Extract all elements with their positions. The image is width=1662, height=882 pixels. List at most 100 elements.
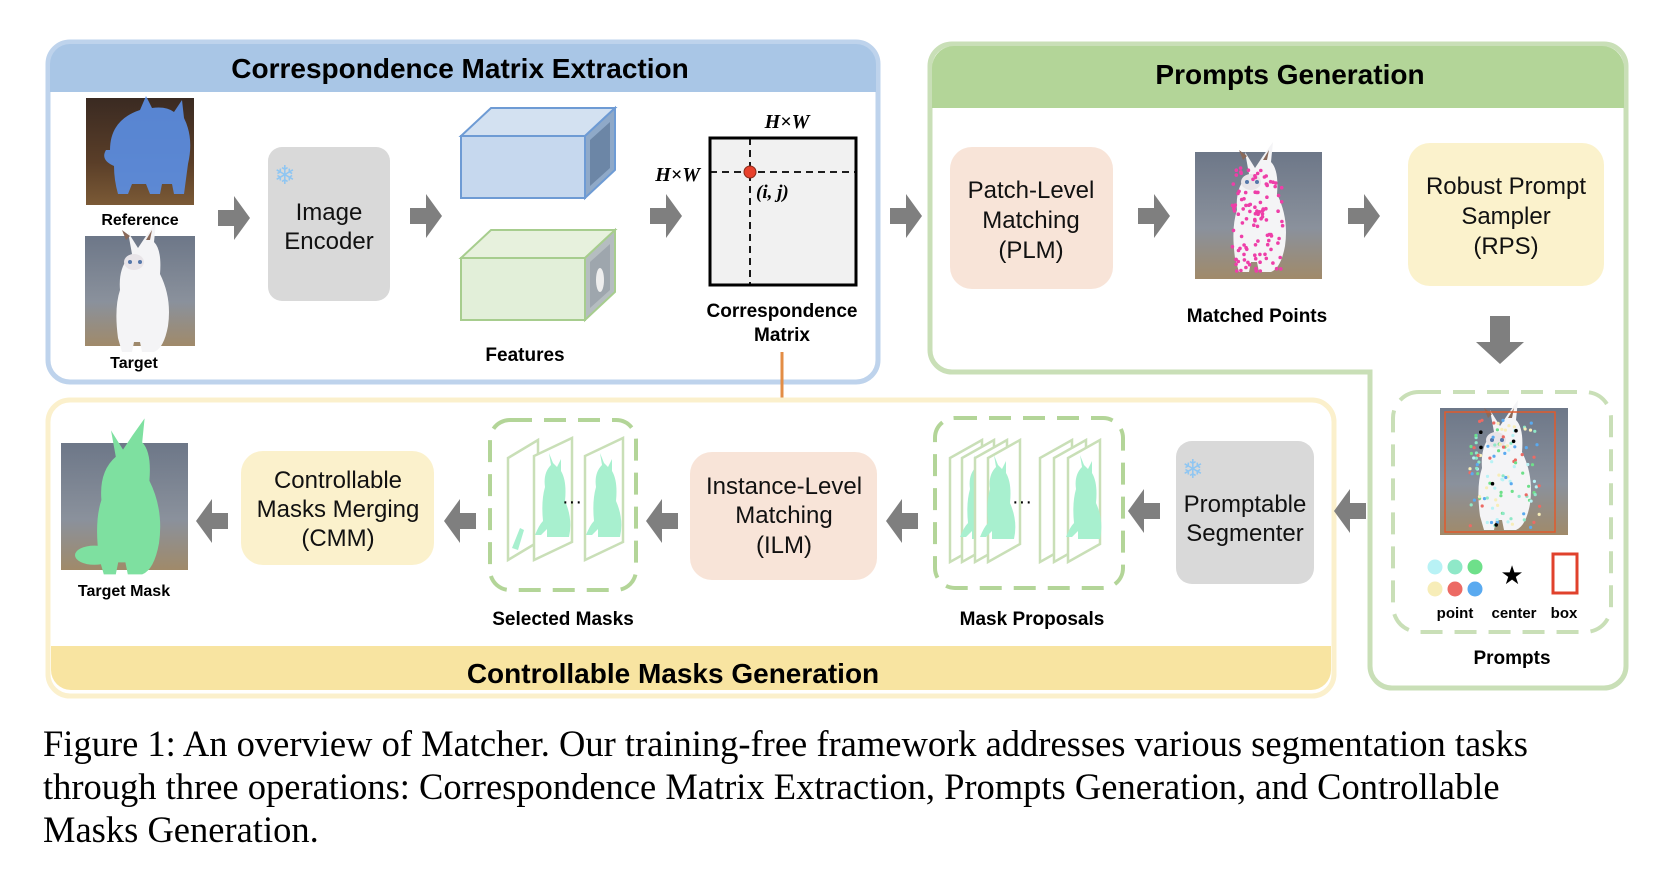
arrow-down-icon — [1476, 316, 1524, 364]
prompt-point — [1468, 467, 1472, 471]
prompt-point — [1523, 427, 1527, 431]
matched-point — [1253, 256, 1258, 261]
prompt-point — [1506, 520, 1510, 524]
center-point — [1479, 430, 1483, 435]
matched-point — [1246, 260, 1250, 265]
prompt-point — [1499, 494, 1503, 498]
prompt-legend: ★ point center box — [1427, 552, 1579, 622]
prompt-point — [1532, 455, 1536, 459]
prompt-point — [1503, 428, 1507, 432]
matched-point — [1246, 168, 1251, 172]
masks-generation-footer-band — [51, 646, 1331, 690]
matched-point — [1242, 252, 1246, 257]
arrow-left-icon — [646, 499, 678, 543]
matched-point — [1236, 248, 1241, 253]
matched-point — [1264, 218, 1269, 222]
matched-point — [1253, 205, 1257, 209]
prompt-point — [1500, 427, 1504, 431]
legend-center-label: center — [1491, 605, 1536, 622]
prompt-point — [1470, 472, 1474, 476]
prompt-point — [1530, 463, 1535, 467]
selected-masks-ellipsis: ··· — [562, 491, 582, 513]
rps-box — [1408, 143, 1604, 286]
mask-sheet — [583, 436, 625, 562]
matched-point — [1238, 166, 1243, 170]
prompt-point — [1472, 456, 1476, 460]
correspondence-matrix — [708, 136, 858, 287]
matched-point — [1232, 206, 1236, 211]
prompt-point — [1513, 458, 1517, 462]
arrow-right-icon — [410, 194, 442, 238]
legend-point-dot — [1427, 559, 1443, 575]
arrow-left-icon — [444, 499, 476, 543]
matched-point — [1253, 211, 1258, 216]
prompt-point — [1492, 454, 1496, 458]
prompt-point — [1496, 503, 1500, 507]
selected-masks-label: Selected Masks — [492, 609, 634, 630]
prompt-point — [1512, 425, 1516, 429]
matched-points-label: Matched Points — [1187, 306, 1327, 327]
matched-point — [1276, 209, 1280, 213]
matched-point — [1242, 258, 1247, 262]
prompt-point — [1535, 443, 1539, 447]
matrix-label-2: Matrix — [754, 325, 810, 346]
prompt-point — [1532, 479, 1536, 483]
mask-proposals-box — [933, 416, 1125, 590]
prompt-point — [1507, 448, 1511, 452]
prompt-point — [1533, 493, 1537, 497]
prompt-point — [1495, 518, 1499, 522]
prompt-point — [1524, 493, 1528, 497]
promptable-segmenter-box — [1176, 441, 1314, 584]
segmenter-label-1: Promptable — [1184, 491, 1307, 518]
caption-line-1: Figure 1: An overview of Matcher. Our tr… — [43, 723, 1528, 764]
matched-point — [1265, 195, 1269, 199]
matched-point — [1263, 252, 1267, 257]
prompt-point — [1509, 517, 1513, 521]
legend-point-label: point — [1437, 605, 1474, 622]
matched-point — [1253, 217, 1257, 222]
matched-point — [1279, 200, 1284, 204]
matrix-dim-left: H×W — [654, 164, 701, 186]
matrix-dim-top: H×W — [764, 111, 811, 133]
matched-point — [1258, 269, 1263, 273]
prompt-point — [1491, 435, 1495, 439]
prompt-point — [1477, 460, 1481, 464]
cmm-label-3: (CMM) — [301, 525, 374, 552]
arrow-left-icon — [886, 499, 918, 543]
prompts-label: Prompts — [1473, 648, 1550, 669]
matched-point — [1265, 183, 1269, 188]
reference-feature-cube — [458, 105, 618, 201]
target-mask-image — [61, 418, 188, 575]
cmm-label-2: Masks Merging — [257, 496, 420, 523]
matched-point — [1256, 212, 1260, 216]
prompt-point — [1474, 433, 1478, 438]
matched-point — [1276, 193, 1281, 198]
prompt-point — [1485, 474, 1490, 478]
matched-point — [1280, 219, 1284, 224]
matched-points-image — [1195, 142, 1322, 279]
matched-point — [1236, 212, 1241, 216]
prompt-point — [1529, 525, 1533, 530]
ilm-label-3: (ILM) — [756, 532, 812, 559]
masks-generation-title: Controllable Masks Generation — [467, 658, 879, 689]
matched-point — [1278, 255, 1282, 260]
features-label: Features — [485, 345, 564, 366]
rps-label-2: Sampler — [1461, 203, 1550, 230]
prompt-point — [1521, 471, 1525, 475]
prompt-point — [1499, 490, 1503, 494]
prompt-point — [1507, 424, 1511, 428]
plm-box — [950, 147, 1113, 289]
prompt-point — [1524, 446, 1528, 450]
matched-point — [1262, 175, 1267, 179]
mask-proposals-stack — [948, 437, 1102, 565]
legend-point-dot — [1467, 581, 1483, 597]
target-mask-label: Target Mask — [78, 583, 170, 600]
box-prompt-overlay — [1444, 411, 1556, 533]
prompts-generation-header-band — [932, 46, 1624, 108]
center-star-icon: ★ — [1500, 560, 1523, 590]
prompt-point — [1472, 446, 1476, 450]
prompt-point — [1478, 419, 1482, 423]
correspondence-header-band — [50, 44, 876, 92]
prompt-point — [1501, 474, 1505, 478]
image-encoder-label-1: Image — [296, 199, 363, 226]
